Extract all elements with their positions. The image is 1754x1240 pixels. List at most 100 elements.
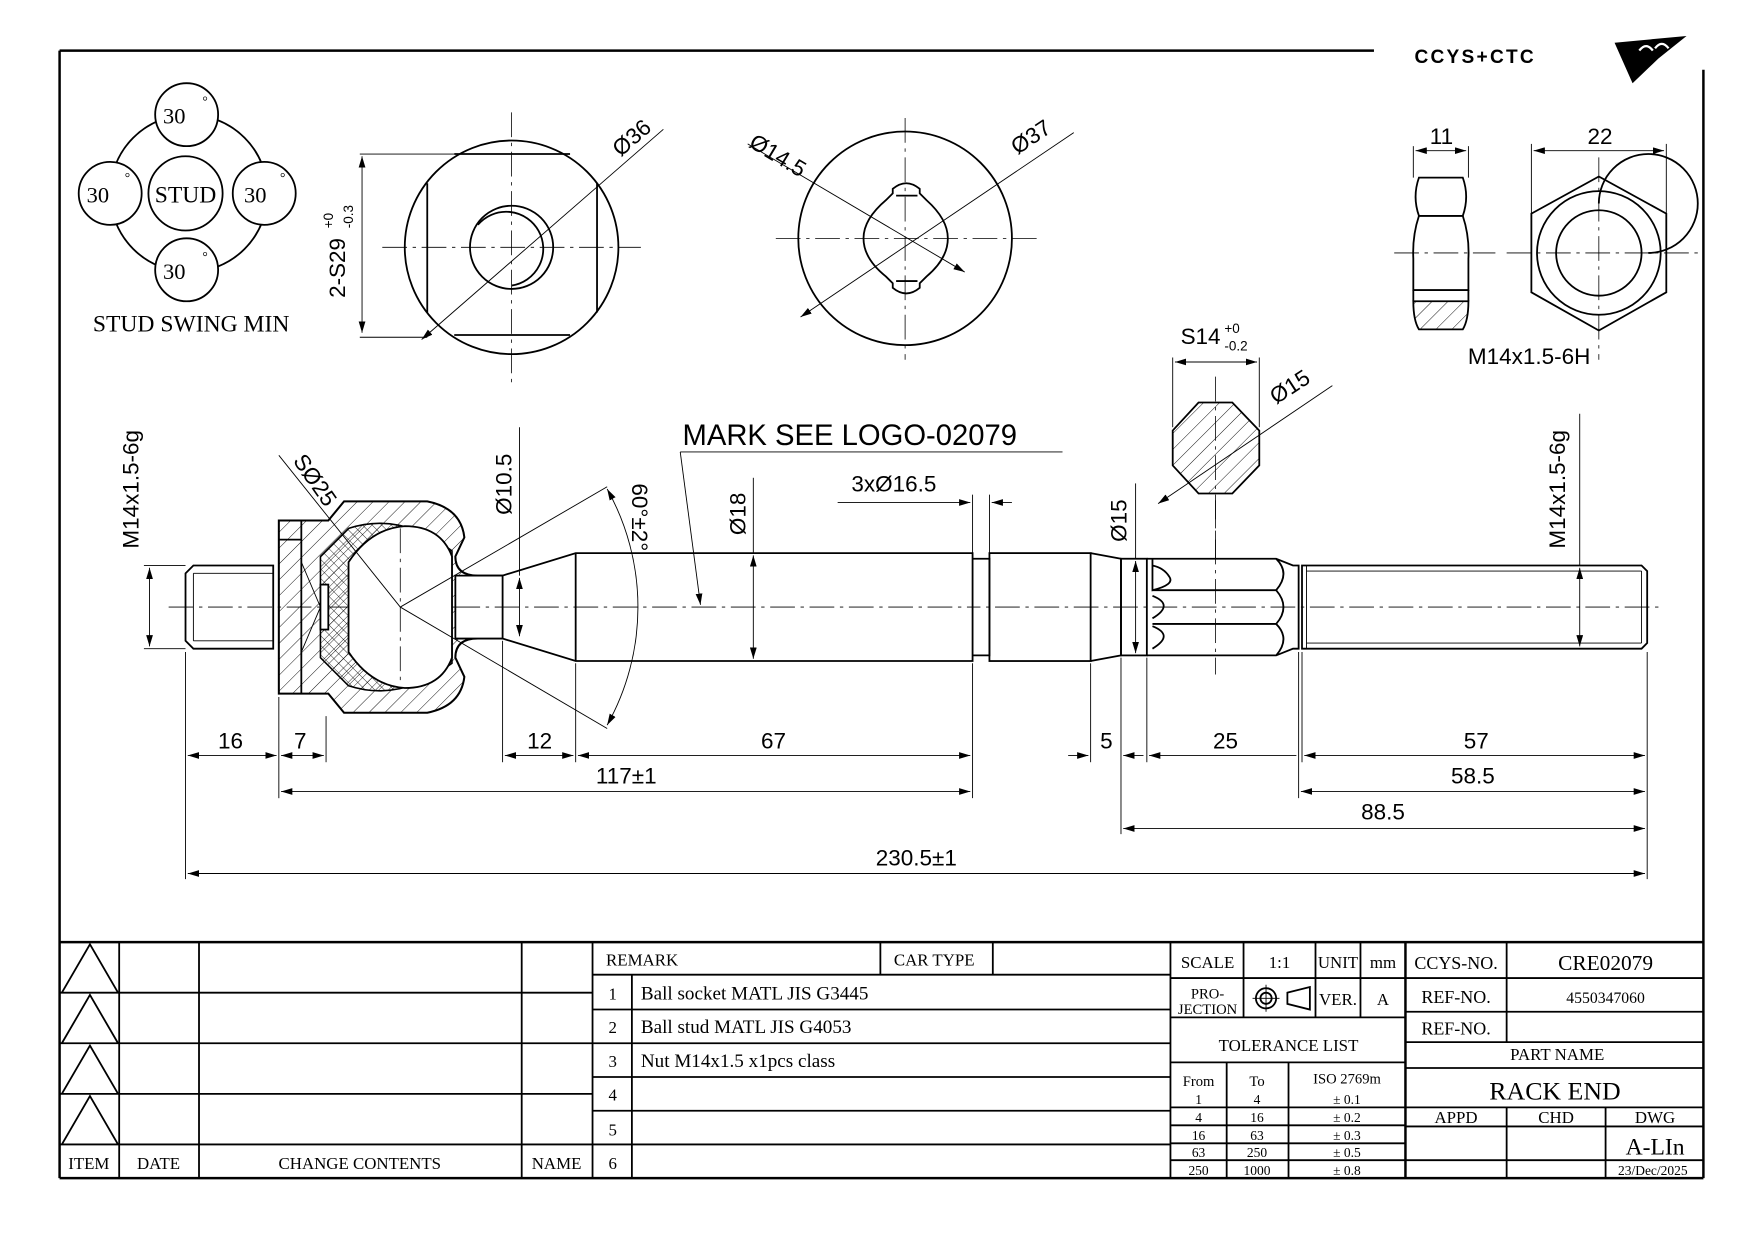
- ball-diameter: SØ25: [288, 449, 341, 510]
- section-tol-lower: -0.2: [1224, 339, 1247, 354]
- degree-bottom: °: [202, 249, 207, 264]
- unit-value: mm: [1370, 953, 1396, 972]
- header-item: ITEM: [68, 1154, 109, 1173]
- nut-thread: M14x1.5-6H: [1468, 344, 1590, 369]
- dim-5: 5: [1100, 729, 1113, 754]
- nut-width: 11: [1430, 124, 1453, 149]
- angle-right: 30: [244, 182, 266, 207]
- version-value: A: [1377, 990, 1390, 1009]
- dim-58-5: 58.5: [1451, 764, 1495, 789]
- dim-88-5: 88.5: [1361, 800, 1405, 825]
- title-block: SCALE 1:1 UNIT mm PRO- JECTION VER. A TO…: [1170, 942, 1704, 1179]
- socket-end-view: 2-S29 +0 -0.3 Ø36: [321, 112, 664, 383]
- tolerance-value: ± 0.3: [1333, 1128, 1361, 1143]
- ccys-no-value: CRE02079: [1558, 951, 1653, 975]
- mark-note: MARK SEE LOGO-02079: [682, 420, 1017, 452]
- unit-label: UNIT: [1318, 953, 1359, 972]
- angle-bottom: 30: [163, 259, 185, 284]
- tolerance-header-iso: ISO 2769m: [1313, 1072, 1381, 1088]
- tolerance-value: ± 0.1: [1333, 1092, 1361, 1107]
- spline-diameter: Ø15: [1107, 499, 1132, 541]
- projection-label-1: PRO-: [1191, 986, 1224, 1002]
- dim-16: 16: [218, 729, 243, 754]
- tolerance-value: ± 0.8: [1333, 1163, 1361, 1178]
- dim-230-5: 230.5±1: [876, 846, 957, 871]
- revision-block: ITEM DATE CHANGE CONTENTS NAME: [59, 942, 594, 1179]
- header-date: DATE: [137, 1154, 180, 1173]
- stud-label: STUD: [155, 182, 217, 208]
- ref-no-label: REF-NO.: [1421, 987, 1490, 1007]
- projection-label-2: JECTION: [1178, 1002, 1238, 1018]
- tolerance-from: 63: [1192, 1145, 1206, 1160]
- remark-row-text: Nut M14x1.5 x1pcs class: [641, 1051, 835, 1072]
- stud-swing-caption: STUD SWING MIN: [93, 312, 290, 338]
- degree-right: °: [280, 170, 285, 185]
- tolerance-title: TOLERANCE LIST: [1219, 1036, 1359, 1055]
- flats-dimension: 2-S29: [325, 238, 350, 298]
- rod-diameter: Ø18: [725, 493, 750, 535]
- dim-57: 57: [1464, 729, 1489, 754]
- dwg-label: DWG: [1635, 1108, 1675, 1127]
- part-name-label: PART NAME: [1510, 1045, 1604, 1064]
- remark-row-no: 3: [609, 1052, 617, 1071]
- drawing-frame: [58, 49, 1705, 1180]
- remark-row-no: 1: [609, 984, 617, 1003]
- version-label: VER.: [1319, 990, 1357, 1009]
- rod-end-view: Ø14.5 Ø37: [745, 115, 1075, 360]
- degree-left: °: [125, 170, 130, 185]
- nut-views: 11 22 M14x1.5-6H: [1394, 124, 1699, 369]
- company-logo: CCYS+CTC: [1414, 35, 1687, 84]
- spline-section-view: S14 +0 -0.2 Ø15: [1157, 321, 1333, 563]
- dim-7: 7: [294, 729, 307, 754]
- ccys-no-label: CCYS-NO.: [1414, 953, 1497, 973]
- remark-row-text: Ball stud MATL JIS G4053: [641, 1017, 852, 1038]
- angle-left: 30: [87, 182, 109, 207]
- tolerance-header-to: To: [1249, 1074, 1264, 1090]
- scale-value: 1:1: [1269, 953, 1291, 972]
- spline-inner-diameter: Ø14.5: [745, 129, 810, 182]
- rod-end-outer-diameter: Ø37: [1006, 115, 1055, 159]
- degree-top: °: [202, 94, 207, 109]
- logo-mark-icon: [1614, 35, 1687, 84]
- dim-12: 12: [527, 729, 552, 754]
- tolerance-value: ± 0.5: [1333, 1145, 1361, 1160]
- chd-label: CHD: [1538, 1108, 1574, 1127]
- tolerance-from: 1: [1195, 1092, 1202, 1107]
- drawing-date: 23/Dec/2025: [1618, 1163, 1688, 1178]
- tolerance-header-from: From: [1183, 1074, 1215, 1090]
- left-thread-spec: M14x1.5-6g: [118, 430, 143, 549]
- stud-swing-diagram: STUD 30 ° 30 ° 30 ° 30 ° STUD SWING MIN: [77, 82, 297, 338]
- flats-tol-lower: -0.3: [341, 205, 356, 228]
- section-flats: S14: [1181, 324, 1221, 349]
- tolerance-to: 1000: [1244, 1163, 1271, 1178]
- section-tol-upper: +0: [1224, 321, 1239, 336]
- remark-row-no: 6: [609, 1154, 617, 1173]
- header-change-contents: CHANGE CONTENTS: [279, 1154, 442, 1173]
- tolerance-to: 250: [1247, 1145, 1267, 1160]
- appd-label: APPD: [1434, 1108, 1477, 1127]
- dim-25: 25: [1213, 729, 1238, 754]
- tolerance-value: ± 0.2: [1333, 1110, 1361, 1125]
- tolerance-from: 4: [1195, 1110, 1202, 1125]
- drawn-by: A-LIn: [1626, 1135, 1685, 1161]
- ref-no-2-label: REF-NO.: [1421, 1018, 1490, 1038]
- car-type-label: CAR TYPE: [894, 951, 975, 970]
- part-name: RACK END: [1489, 1076, 1620, 1105]
- tolerance-to: 16: [1250, 1110, 1264, 1125]
- tolerance-from: 16: [1192, 1128, 1206, 1143]
- neck-diameter: Ø10.5: [492, 454, 517, 515]
- remark-row-no: 5: [609, 1120, 617, 1139]
- right-thread-spec: M14x1.5-6g: [1545, 430, 1570, 549]
- rack-end-main-view: 60°±2° SØ25 M14x1.5-6g Ø10.5 Ø18 Ø15 M14…: [118, 413, 1662, 880]
- logo-text: CCYS+CTC: [1414, 47, 1536, 68]
- header-name: NAME: [532, 1154, 582, 1173]
- groove-spec: 3xØ16.5: [851, 471, 936, 496]
- remark-row-no: 4: [609, 1086, 618, 1105]
- tolerance-to: 4: [1254, 1092, 1261, 1107]
- dim-67: 67: [761, 729, 786, 754]
- dim-117: 117±1: [596, 764, 657, 789]
- remark-block: REMARK CAR TYPE 1 Ball socket MATL JIS G…: [592, 942, 1172, 1179]
- socket-diameter: Ø36: [608, 114, 656, 161]
- angle-top: 30: [163, 104, 185, 129]
